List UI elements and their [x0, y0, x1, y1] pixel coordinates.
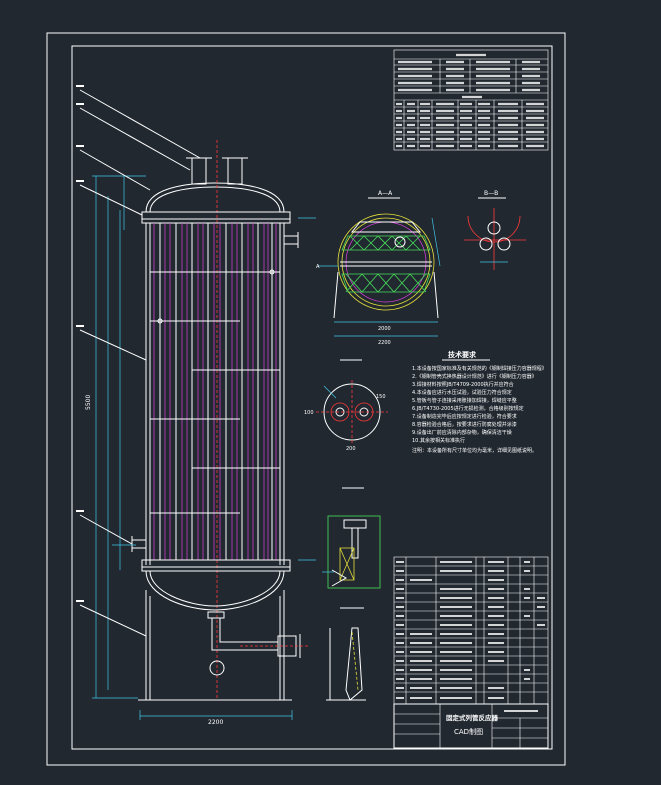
tech-req-title: 技术要求 [448, 350, 477, 359]
tech-req-line-3: 3.焊接材料按照JB/T4709-2000执行并应符合 [412, 381, 514, 388]
section-aa-side-label: A [316, 264, 320, 270]
technical-requirements: 技术要求 1.本设备按国家标准及有关规范的《钢制焊接压力容器规程》 2.《钢制管… [412, 350, 547, 454]
tech-req-line-9: 9.设备出厂前应清除内部杂物，确保清洁干燥 [412, 429, 512, 436]
tech-req-line-10: 10.其余按相关标准执行 [412, 437, 465, 444]
tube-dim-3: 150 [376, 394, 386, 400]
tube-detail-view [316, 359, 388, 444]
tech-req-line-2: 2.《钢制管壳式换热器设计规范》进行《钢制压力容器》 [412, 373, 537, 380]
section-aa-total-dim: 2200 [378, 340, 391, 346]
parts-list-table [393, 556, 549, 705]
section-a-a-view: A—A [318, 190, 441, 337]
section-bb-title: B—B [484, 190, 498, 197]
reactor-vessel-front-view [131, 140, 310, 701]
spec-table [393, 49, 549, 151]
part-leader-lines [76, 85, 201, 637]
tech-req-line-4: 4.本设备应进行水压试验，试验压力符合规定 [412, 389, 512, 396]
tech-req-line-1: 1.本设备按国家标准及有关规范的《钢制焊接压力容器规程》 [412, 365, 547, 372]
dimension-lines [92, 175, 316, 720]
drawing-frames [46, 32, 566, 766]
drawing-title-line-2: CAD制图 [454, 727, 483, 736]
height-dimension-label: 5500 [85, 395, 92, 410]
tech-req-note: 注明：本设备所有尺寸单位均为毫米，详细见图纸说明。 [412, 447, 537, 454]
tech-req-line-6: 6.JB/T4730-2005进行无损检测，合格级别按规定 [412, 405, 524, 412]
title-block [393, 703, 549, 749]
drawing-title-line-1: 固定式列管反应器 [446, 713, 499, 722]
section-aa-width-dim: 2000 [378, 326, 391, 332]
section-b-b-view: B—B [464, 190, 526, 270]
tube-dim-2: 200 [346, 446, 356, 452]
skirt-detail-view [326, 607, 366, 701]
flange-detail-view [322, 487, 381, 589]
tech-req-line-8: 8.容器检验合格后，按要求进行防腐处理并涂漆 [412, 421, 517, 428]
section-aa-title: A—A [378, 190, 393, 197]
width-dimension-label: 2200 [208, 719, 223, 726]
tube-dim-1: 100 [304, 410, 314, 416]
tech-req-line-7: 7.设备制造完毕后应按规定进行检验，符合要求 [412, 413, 517, 420]
tech-req-line-5: 5.管板与管子连接采用胀接加焊接，焊缝应平整 [412, 397, 517, 404]
